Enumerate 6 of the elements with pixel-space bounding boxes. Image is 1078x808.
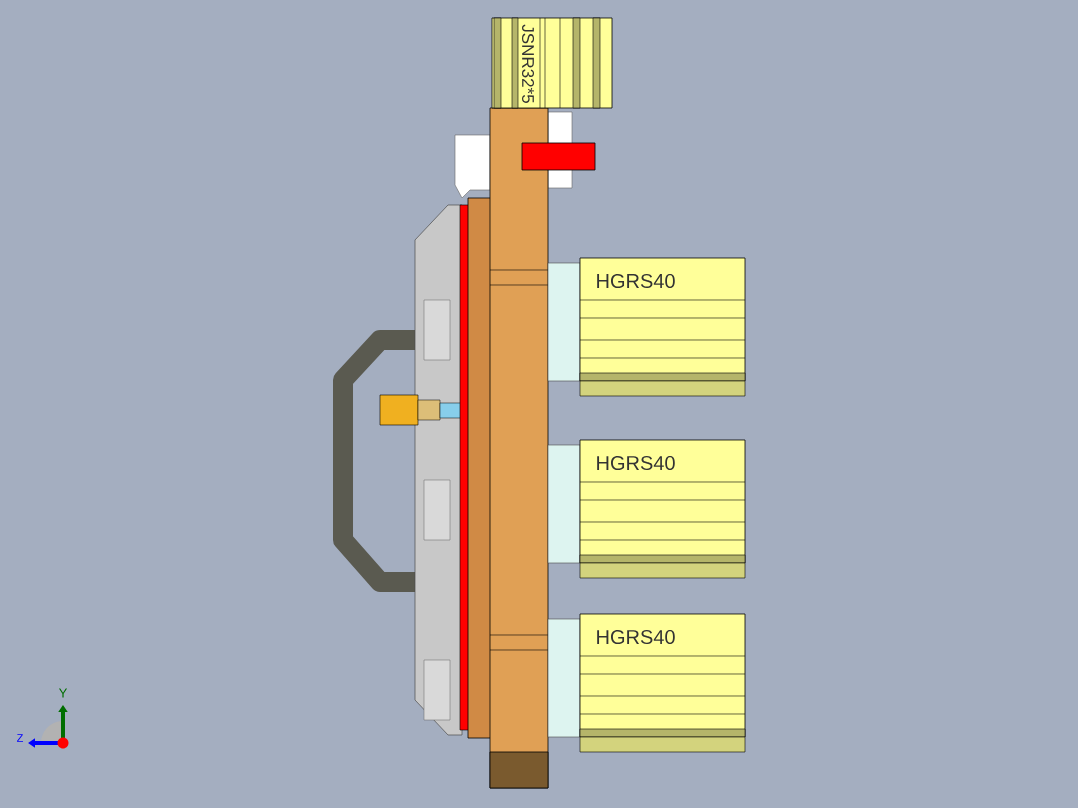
part-label: HGRS40 xyxy=(597,629,675,645)
axis-label: Z xyxy=(17,734,23,742)
part-label: HGRS40 xyxy=(597,455,675,471)
part-label: JSNR32*5 xyxy=(522,24,535,103)
axis-label: Y xyxy=(58,688,68,698)
part-label: HGRS40 xyxy=(597,273,675,289)
